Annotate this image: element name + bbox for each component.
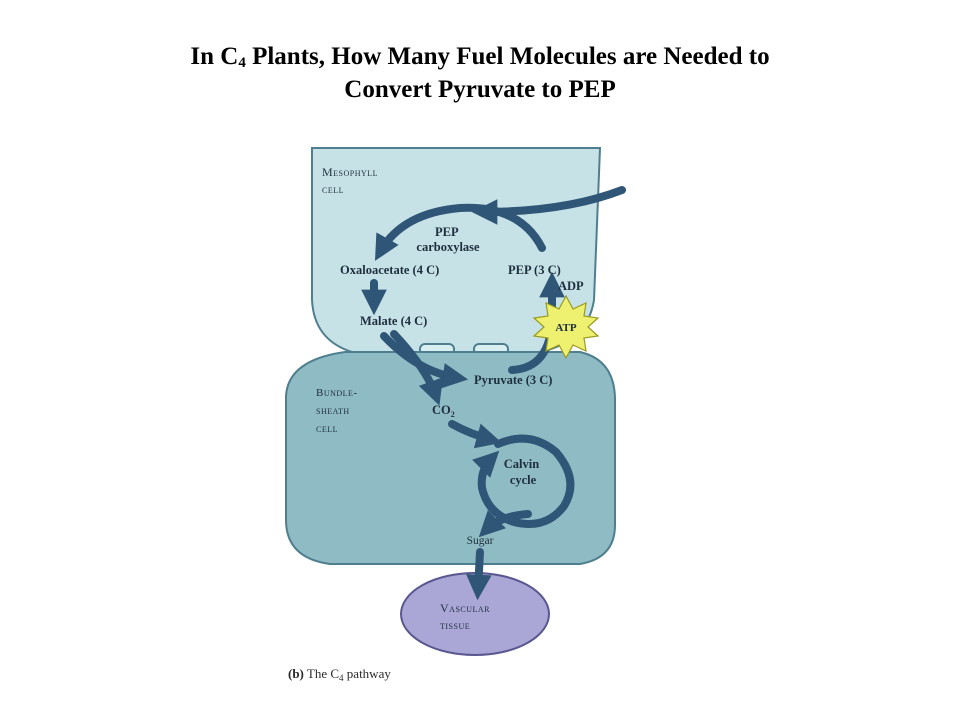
arrow-sugar-to-vascular [466,548,492,601]
bundle-sheath-label: Bundle- sheath cell [316,387,361,435]
adp-label: ADP [558,279,584,293]
co2-label: CO2 [432,403,455,419]
arrow-co2-to-calvin [448,420,502,449]
figure-caption: (b) The C4 pathway [288,666,391,683]
pep-carboxylase-label: PEP carboxylase [416,225,480,254]
bundle-sheath-cell [285,351,616,565]
arrow-malate-to-co2 [390,330,443,406]
arrow-pep-to-oxaloacetate [374,203,546,261]
oxaloacetate-label: Oxaloacetate (4 C) [340,263,439,277]
calvin-cycle-loop [472,434,575,528]
sugar-label: Sugar [467,535,494,547]
vascular-label: Vascular tissue [440,601,494,632]
calvin-cycle-label: Calvin cycle [504,457,543,487]
slide-title: In C4 Plants, How Many Fuel Molecules ar… [0,40,960,106]
pyruvate-label: Pyruvate (3 C) [474,373,552,387]
pep-label: PEP (3 C) [508,263,561,277]
title-line-2: Convert Pyruvate to PEP [344,76,616,103]
malate-label: Malate (4 C) [360,314,427,328]
atp-label: ATP [555,322,576,334]
atp-starburst [532,294,600,360]
mesophyll-label: Mesophyll cell [322,165,382,196]
title-line-1: In C4 Plants, How Many Fuel Molecules ar… [190,43,770,71]
arrow-calvin-to-sugar [478,510,532,538]
